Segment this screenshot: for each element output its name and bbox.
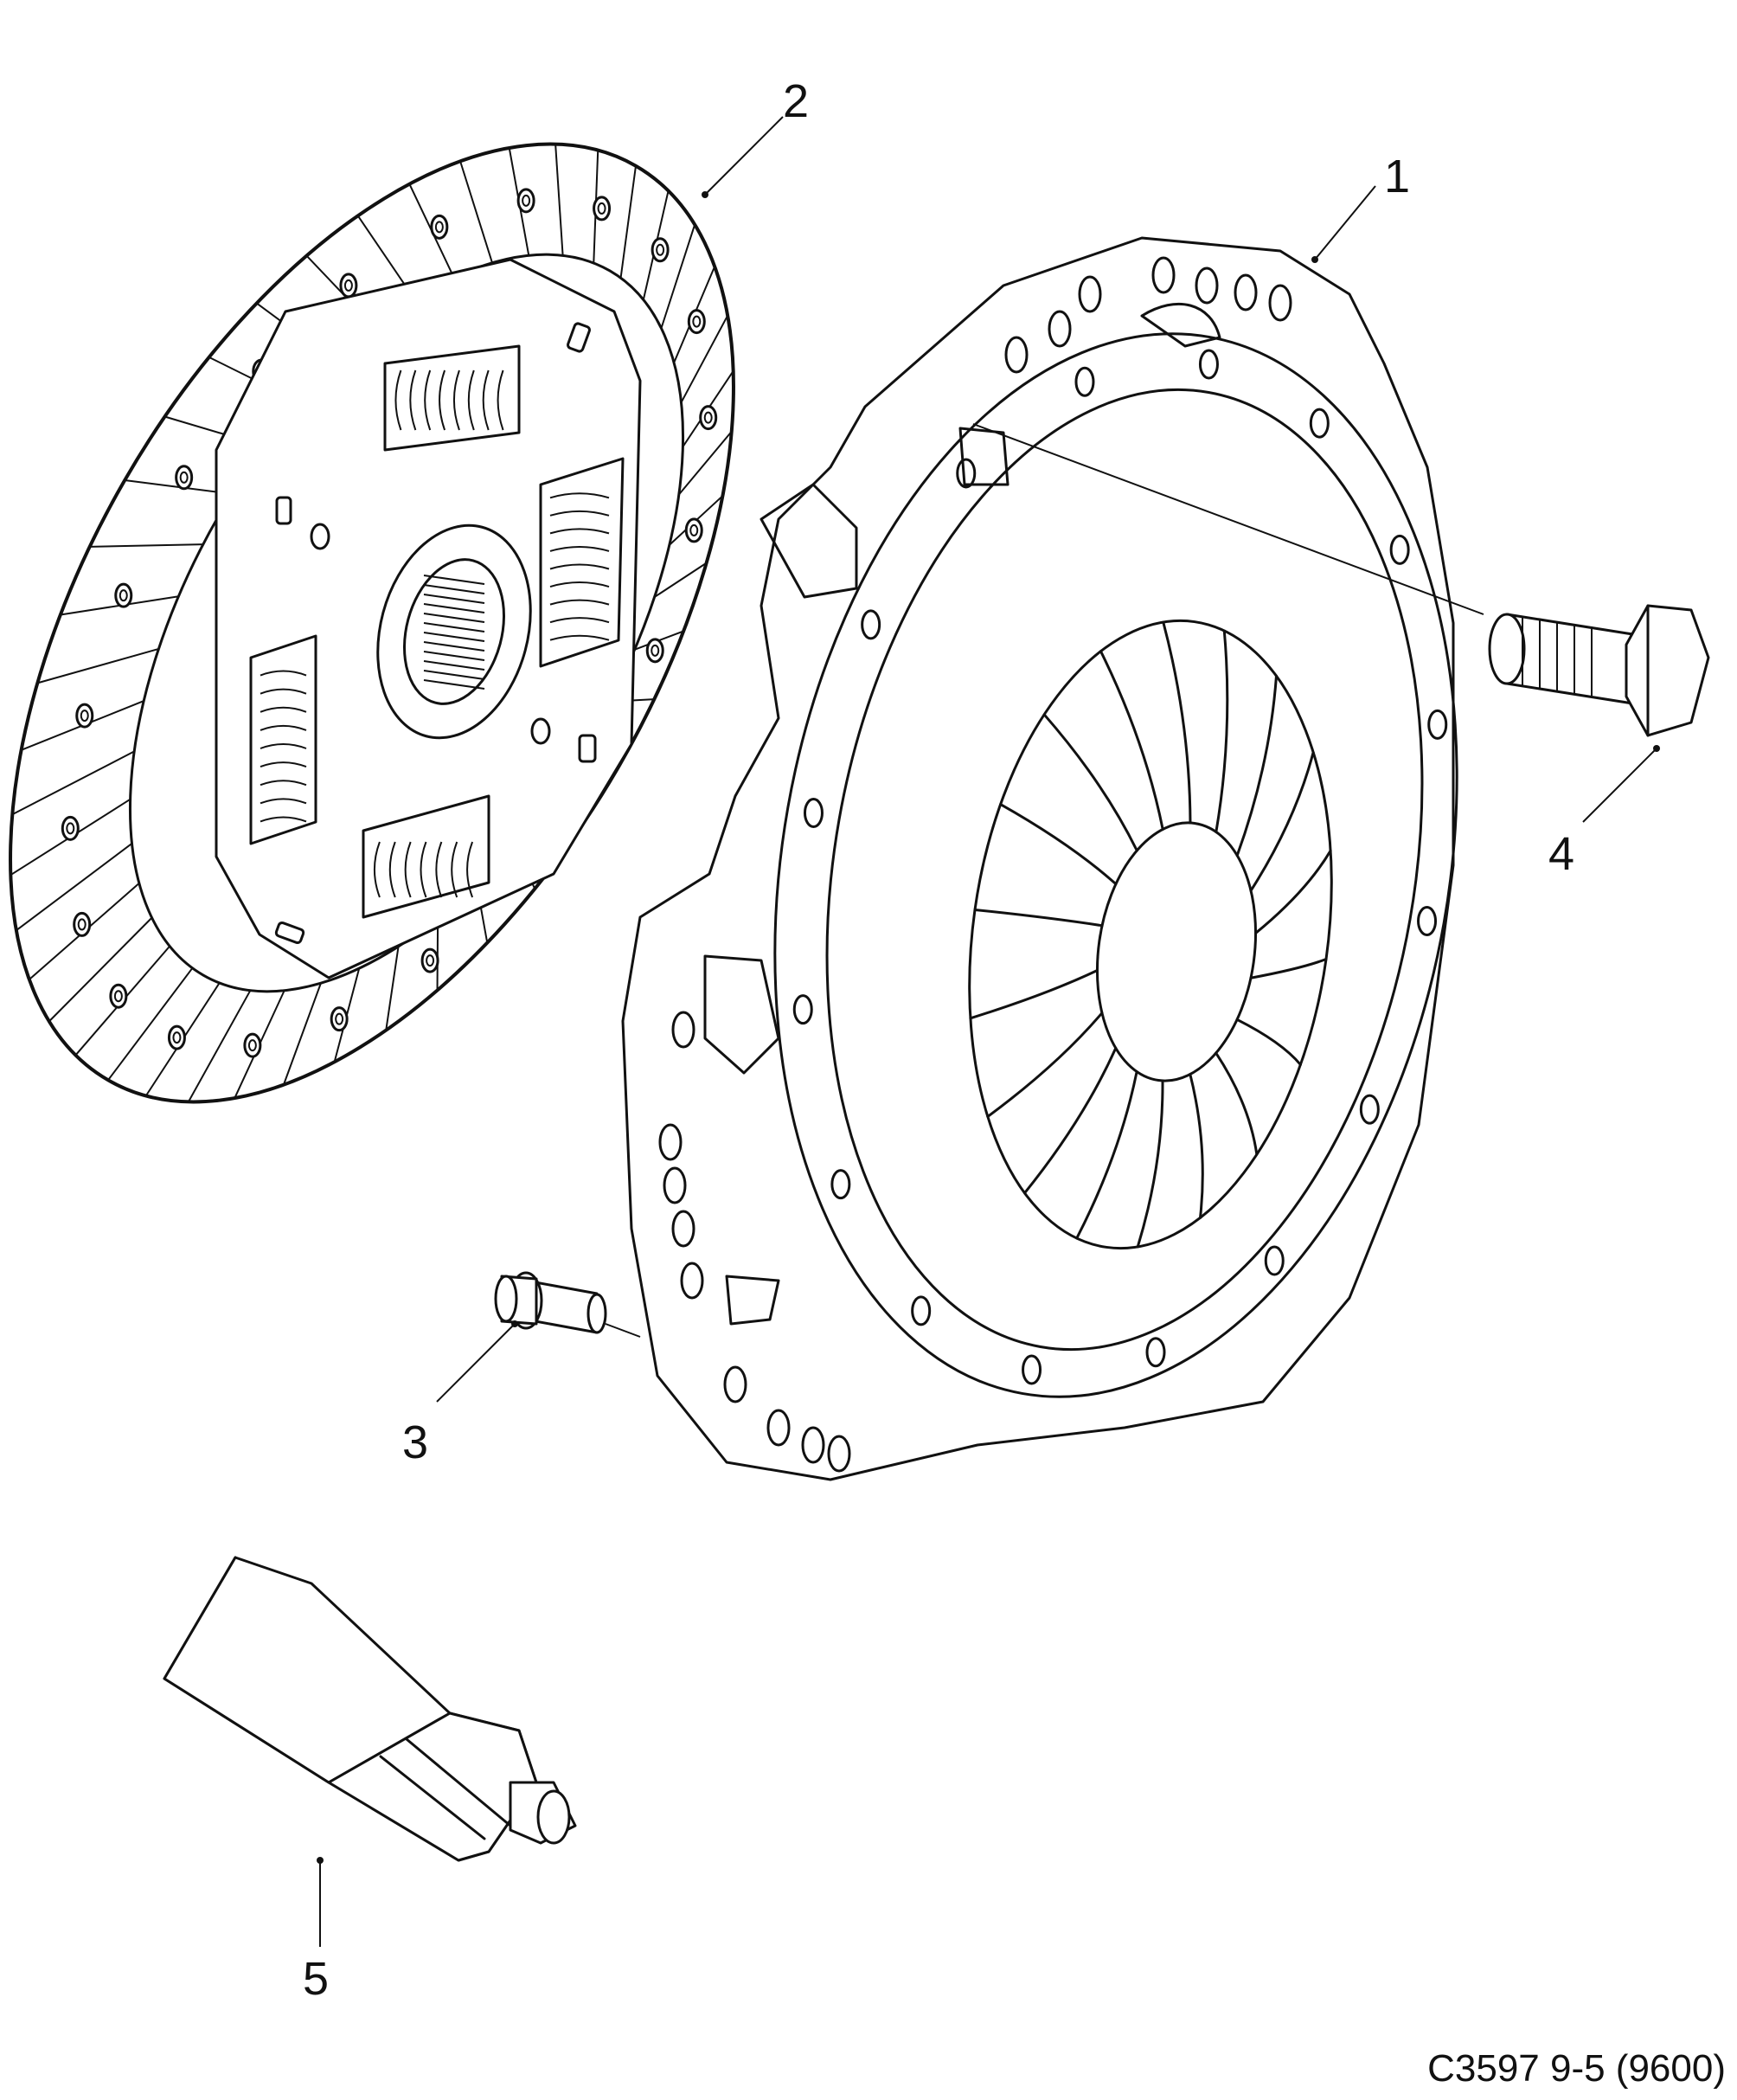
- figure-code: C3597 9-5 (9600): [1427, 2047, 1726, 2090]
- dowel-pin-icon: [494, 1271, 607, 1334]
- callout-3: 3: [402, 1416, 428, 1468]
- callout-5: 5: [303, 1953, 329, 2005]
- callout-2: 2: [783, 75, 809, 127]
- grease-tube-icon: [163, 1556, 577, 1862]
- clutch-disc-icon: [9, 142, 735, 1104]
- callout-4: 4: [1548, 828, 1574, 880]
- hex-bolt-icon: [1488, 604, 1710, 737]
- callout-1: 1: [1384, 151, 1410, 202]
- pressure-plate-icon: [621, 236, 1458, 1481]
- leader-lines: [317, 116, 1660, 1947]
